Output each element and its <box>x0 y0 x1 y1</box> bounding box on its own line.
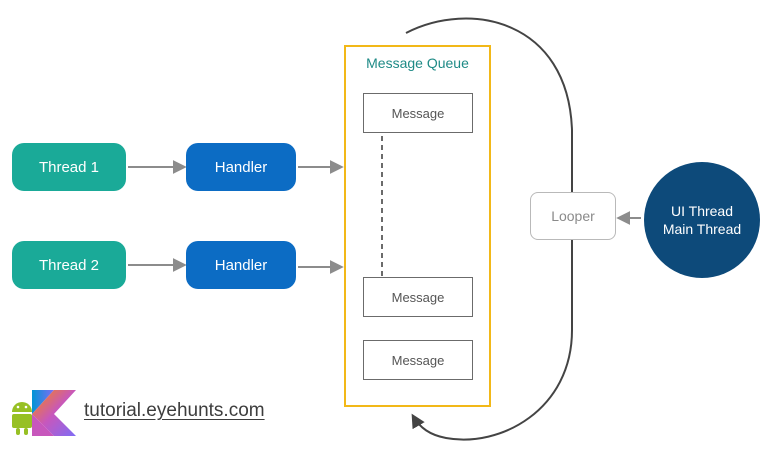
message-box-1: Message <box>363 93 473 133</box>
looper-loop-arc <box>405 17 573 441</box>
thread-2-box: Thread 2 <box>12 241 126 289</box>
message-box-2: Message <box>363 277 473 317</box>
thread-1-box: Thread 1 <box>12 143 126 191</box>
message-queue-title: Message Queue <box>366 55 469 71</box>
main-thread-label: Main Thread <box>662 221 742 237</box>
handler-1-label: Handler <box>214 158 268 176</box>
handler-2-label: Handler <box>214 256 268 274</box>
thread-1-label: Thread 1 <box>38 158 100 176</box>
ui-thread-circle: UI Thread Main Thread <box>644 162 760 278</box>
handler-1-box: Handler <box>186 143 296 191</box>
message-queue: Message Queue Message Message Message <box>344 45 491 407</box>
site-link[interactable]: tutorial.eyehunts.com <box>84 400 265 421</box>
looper-box: Looper <box>530 192 616 240</box>
thread-2-label: Thread 2 <box>38 256 100 274</box>
kotlin-logo-icon <box>12 390 76 436</box>
handler-2-box: Handler <box>186 241 296 289</box>
ui-thread-label: UI Thread <box>671 203 733 219</box>
android-icon <box>12 402 32 435</box>
message-box-3: Message <box>363 340 473 380</box>
